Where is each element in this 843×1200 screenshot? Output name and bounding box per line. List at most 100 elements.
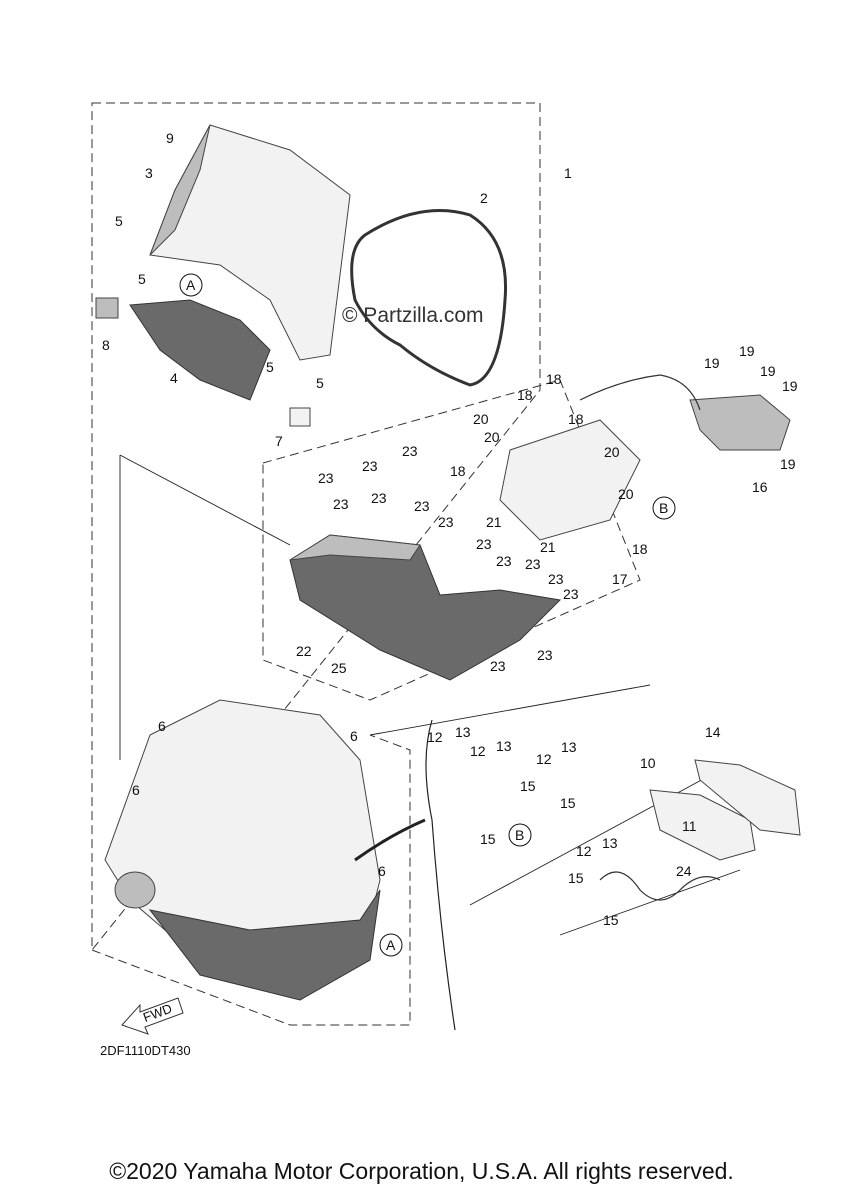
cover-14 xyxy=(694,759,801,836)
callout: 18 xyxy=(517,387,533,403)
callout: 23 xyxy=(537,647,553,663)
storage-bin-rim xyxy=(289,534,421,561)
weatherstrip xyxy=(350,209,508,387)
watermark: © Partzilla.com xyxy=(342,304,484,327)
svg-text:B: B xyxy=(515,827,524,843)
callout: 18 xyxy=(568,411,584,427)
callout: 20 xyxy=(484,429,500,445)
callout: 6 xyxy=(132,782,140,798)
callout: 15 xyxy=(480,831,496,847)
callout: 15 xyxy=(520,778,536,794)
callout: 24 xyxy=(676,863,692,879)
svg-text:B: B xyxy=(659,500,668,516)
fwd-arrow-icon: FWD xyxy=(121,997,184,1035)
svg-text:A: A xyxy=(386,937,396,953)
callout: 18 xyxy=(546,371,562,387)
deck-cable xyxy=(354,818,426,862)
callout: 23 xyxy=(402,443,418,459)
leader-line xyxy=(119,454,291,546)
callout: 6 xyxy=(378,863,386,879)
callout: 12 xyxy=(536,751,552,767)
assembly-1-boundary xyxy=(91,102,541,952)
callout: 12 xyxy=(470,743,486,759)
callout: 23 xyxy=(476,536,492,552)
callout: 13 xyxy=(561,739,577,755)
callout: 2 xyxy=(480,190,488,206)
callout: 18 xyxy=(450,463,466,479)
callout: 19 xyxy=(704,355,720,371)
callout: 18 xyxy=(632,541,648,557)
callout: 23 xyxy=(525,556,541,572)
callout: 23 xyxy=(414,498,430,514)
leader-line xyxy=(559,869,741,936)
parts-diagram: © Partzilla.com A A B B FWD 2DF1110DT430… xyxy=(91,102,801,1058)
part-7 xyxy=(289,407,311,427)
callout-group: 1 2 3 4 5 5 5 5 6 6 6 6 7 8 9 10 11 12 1… xyxy=(102,130,798,928)
callout: 23 xyxy=(333,496,349,512)
callout: 3 xyxy=(145,165,153,181)
ref-b-lower: B xyxy=(508,823,532,847)
callout: 6 xyxy=(350,728,358,744)
callout: 9 xyxy=(166,130,174,146)
callout: 23 xyxy=(548,571,564,587)
callout: 7 xyxy=(275,433,283,449)
callout: 20 xyxy=(618,486,634,502)
cover-10 xyxy=(649,789,756,861)
callout: 13 xyxy=(602,835,618,851)
callout: 1 xyxy=(564,165,572,181)
callout: 13 xyxy=(496,738,512,754)
callout: 5 xyxy=(266,359,274,375)
callout: 13 xyxy=(455,724,471,740)
cable-24 xyxy=(599,871,721,901)
deck-lower xyxy=(148,889,381,1001)
callout: 15 xyxy=(560,795,576,811)
leader-line xyxy=(369,684,651,736)
callout: 10 xyxy=(640,755,656,771)
callout: 25 xyxy=(331,660,347,676)
hinge-assembly xyxy=(689,394,791,451)
callout: 15 xyxy=(603,912,619,928)
callout: 15 xyxy=(568,870,584,886)
callout: 12 xyxy=(427,729,443,745)
lower-panel xyxy=(129,299,271,401)
callout: 19 xyxy=(739,343,755,359)
svg-text:A: A xyxy=(186,277,196,293)
callout: 17 xyxy=(612,571,628,587)
callout: 23 xyxy=(318,470,334,486)
callout: 5 xyxy=(138,271,146,287)
callout: 20 xyxy=(473,411,489,427)
deck-opening xyxy=(114,871,156,909)
ref-b-right: B xyxy=(652,496,676,520)
callout: 16 xyxy=(752,479,768,495)
assembly-22-boundary xyxy=(262,379,641,701)
section-divider xyxy=(425,719,456,1031)
callout: 5 xyxy=(316,375,324,391)
callout: 21 xyxy=(486,514,502,530)
windshield-edge xyxy=(149,124,211,256)
storage-bin xyxy=(289,534,562,681)
callout: 19 xyxy=(780,456,796,472)
callout: 22 xyxy=(296,643,312,659)
callout: 23 xyxy=(438,514,454,530)
callout: 11 xyxy=(682,818,697,834)
part-8 xyxy=(95,297,119,319)
callout: 23 xyxy=(362,458,378,474)
assembly-hull-boundary xyxy=(91,734,411,1026)
callout: 14 xyxy=(705,724,721,740)
callout: 12 xyxy=(576,843,592,859)
callout: 4 xyxy=(170,370,178,386)
callout: 19 xyxy=(782,378,798,394)
callout: 23 xyxy=(490,658,506,674)
dashboard-bracket xyxy=(499,419,641,541)
diagram-code: 2DF1110DT430 xyxy=(100,1043,191,1058)
ref-a-top: A xyxy=(179,273,203,297)
callout: 21 xyxy=(540,539,556,555)
callout: 20 xyxy=(604,444,620,460)
callout: 23 xyxy=(371,490,387,506)
copyright-notice: ©2020 Yamaha Motor Corporation, U.S.A. A… xyxy=(109,1158,734,1184)
bracket-arm xyxy=(579,374,701,411)
callout: 5 xyxy=(115,213,123,229)
callout: 8 xyxy=(102,337,110,353)
callout: 23 xyxy=(563,586,579,602)
callout: 23 xyxy=(496,553,512,569)
